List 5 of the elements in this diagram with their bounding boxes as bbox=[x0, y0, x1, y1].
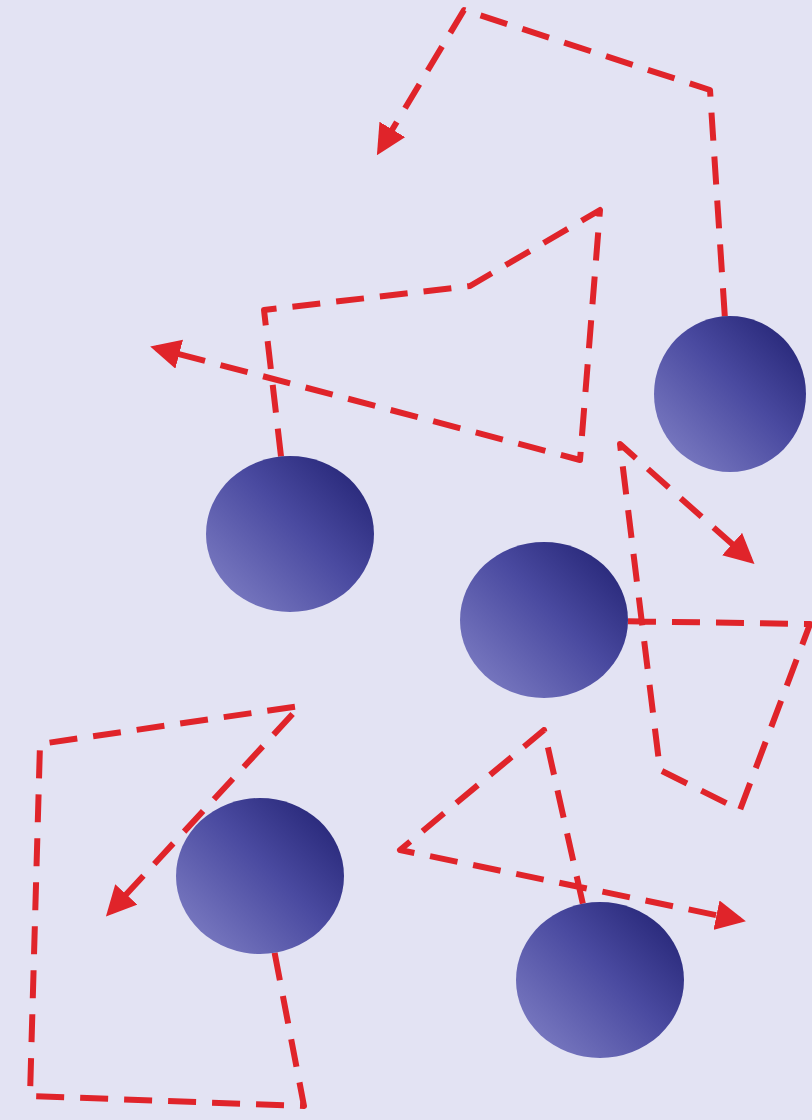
dashed-arrow bbox=[27, 703, 307, 1109]
dashed-arrow bbox=[397, 727, 746, 930]
dashed-arrow bbox=[150, 207, 603, 463]
dashed-arrow bbox=[617, 441, 812, 813]
dashed-arrow bbox=[376, 7, 728, 317]
